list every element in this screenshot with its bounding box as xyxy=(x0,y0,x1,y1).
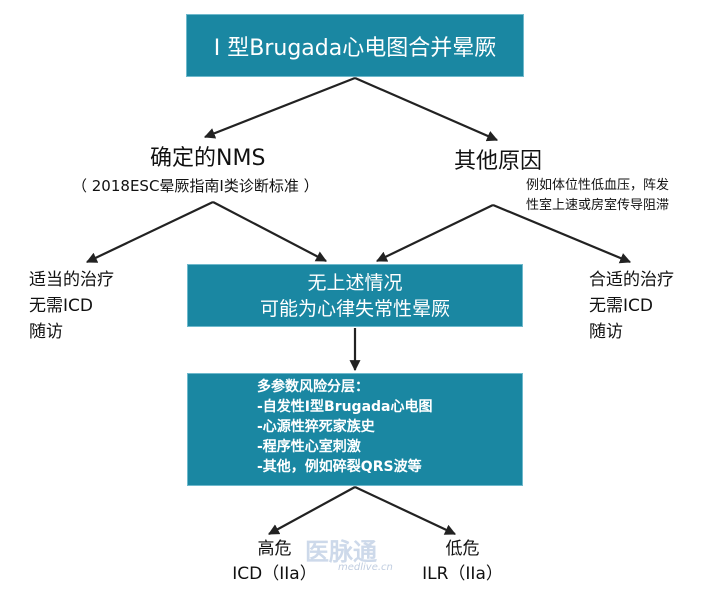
left-branch-subtext: （ 2018ESC晕厥指南I类诊断标准 ） xyxy=(72,177,319,195)
right-outcome: 合适的治疗 无需ICD 随访 xyxy=(589,267,674,345)
right-outcome-line: 无需ICD xyxy=(589,296,653,316)
watermark-main: 医脉通 xyxy=(305,538,377,566)
right-branch-note-line: 性室上速或房室传导阻滞 xyxy=(526,198,670,213)
left-branch-heading: 确定的NMS xyxy=(150,146,266,171)
right-outcome-line: 合适的治疗 xyxy=(589,270,674,290)
high-risk-outcome: 高危 ICD（IIa） xyxy=(222,537,327,587)
left-outcome-line: 随访 xyxy=(29,322,63,342)
risk-box-item: -自发性I型Brugada心电图 xyxy=(257,399,433,415)
risk-box-item: -心源性猝死家族史 xyxy=(257,419,375,435)
left-outcome-line: 无需ICD xyxy=(29,296,93,316)
top-box: I 型Brugada心电图合并晕厥 xyxy=(186,14,524,77)
risk-box-title: 多参数风险分层： xyxy=(257,379,369,395)
arrow-left-to-middle xyxy=(212,201,327,262)
risk-stratification-box: 多参数风险分层： -自发性I型Brugada心电图 -心源性猝死家族史 -程序性… xyxy=(187,373,523,486)
risk-box-item: -程序性心室刺激 xyxy=(257,439,361,455)
middle-box-line: 无上述情况 xyxy=(307,271,403,294)
arrow-bottom-to-high xyxy=(268,486,356,535)
arrow-top-to-left xyxy=(203,76,356,139)
middle-box: 无上述情况 可能为心律失常性晕厥 xyxy=(187,264,523,327)
left-outcome: 适当的治疗 无需ICD 随访 xyxy=(29,267,114,345)
low-risk-outcome: 低危 ILR（IIa） xyxy=(410,537,515,587)
high-risk-label: 高危 xyxy=(257,539,292,559)
arrow-bottom-to-low xyxy=(354,486,456,535)
right-branch-note: 例如体位性低血压，阵发 性室上速或房室传导阻滞 xyxy=(526,176,669,216)
right-outcome-line: 随访 xyxy=(589,322,623,342)
arrow-right-to-far-right xyxy=(492,203,632,264)
left-outcome-line: 适当的治疗 xyxy=(29,270,114,290)
right-branch-heading: 其他原因 xyxy=(454,149,543,174)
risk-box-item: -其他，例如碎裂QRS波等 xyxy=(257,459,422,475)
top-box-label: I 型Brugada心电图合并晕厥 xyxy=(213,35,497,61)
low-risk-recommendation: ILR（IIa） xyxy=(422,564,503,584)
middle-box-line: 可能为心律失常性晕厥 xyxy=(259,297,450,320)
right-branch-note-line: 例如体位性低血压，阵发 xyxy=(526,178,670,193)
low-risk-label: 低危 xyxy=(445,539,480,559)
arrow-top-to-right xyxy=(354,76,499,142)
watermark-sub: medlive.cn xyxy=(338,562,393,573)
high-risk-recommendation: ICD（IIa） xyxy=(232,564,317,584)
arrow-left-to-far-left xyxy=(86,201,214,263)
watermark-logo: 医脉通 medlive.cn xyxy=(305,532,395,582)
arrow-right-to-middle xyxy=(376,204,494,262)
